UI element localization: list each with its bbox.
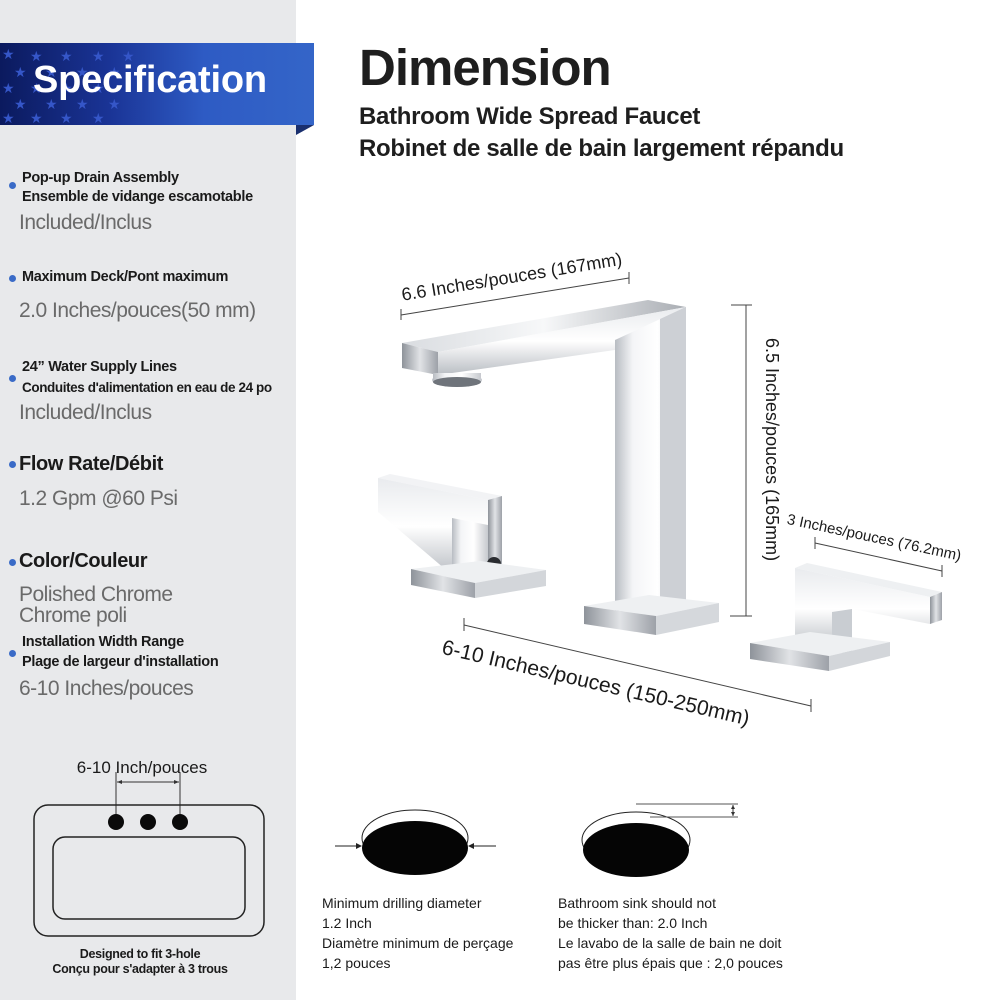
note-line: Diamètre minimum de perçage bbox=[322, 935, 514, 951]
note-line: Bathroom sink should not bbox=[558, 895, 716, 911]
max-sink-thickness-diagram bbox=[581, 803, 738, 877]
specification-panel bbox=[0, 0, 296, 1000]
dimension-title: Dimension bbox=[359, 39, 612, 96]
sink-diagram-caption: 6-10 Inch/pouces bbox=[76, 758, 208, 777]
spec-value: 2.0 Inches/pouces(50 mm) bbox=[19, 299, 256, 322]
note-line: Minimum drilling diameter bbox=[322, 895, 482, 911]
bullet-icon bbox=[9, 559, 16, 566]
spec-value: 6-10 Inches/pouces bbox=[19, 677, 194, 700]
spread-width-dimension-line bbox=[463, 618, 812, 712]
ribbon-fold bbox=[296, 125, 314, 135]
hole-icon bbox=[172, 814, 188, 830]
faucet-left-handle bbox=[378, 474, 546, 598]
spec-label-fr: Conduites d'alimentation en eau de 24 po bbox=[22, 380, 272, 395]
spec-value: 1.2 Gpm @60 Psi bbox=[19, 487, 178, 510]
note-line: Le lavabo de la salle de bain ne doit bbox=[558, 935, 782, 951]
sink-note-en: Designed to fit 3-hole bbox=[79, 947, 201, 961]
sink-thickness-note: Bathroom sink should not be thicker than… bbox=[558, 893, 783, 973]
spec-label: Flow Rate/Débit bbox=[19, 453, 164, 475]
note-line: 1,2 pouces bbox=[322, 955, 391, 971]
spec-label-en: Installation Width Range bbox=[22, 634, 184, 650]
handle-length-dimension-line bbox=[814, 537, 943, 577]
drilling-diameter-note: Minimum drilling diameter 1.2 Inch Diamè… bbox=[322, 893, 513, 973]
hole-icon bbox=[140, 814, 156, 830]
sink-diagram bbox=[33, 772, 265, 937]
hole-icon bbox=[108, 814, 124, 830]
stars-pattern: ★★★★★ ★★★★ ★★★★ ★★★★ ★★★★ bbox=[2, 46, 135, 125]
bullet-icon bbox=[9, 182, 16, 189]
spec-label-fr: Plage de largeur d'installation bbox=[22, 654, 219, 670]
note-line: pas être plus épais que : 2,0 pouces bbox=[558, 955, 783, 971]
faucet-spout bbox=[402, 300, 719, 635]
spec-value-line1: Polished Chrome bbox=[19, 583, 173, 606]
sink-note-fr: Conçu pour s'adapter à 3 trous bbox=[52, 962, 228, 976]
note-line: 1.2 Inch bbox=[322, 915, 372, 931]
spec-value: Included/Inclus bbox=[19, 211, 152, 234]
dimension-subtitle-en: Bathroom Wide Spread Faucet bbox=[359, 103, 701, 130]
specification-title: Specification bbox=[33, 59, 267, 101]
bullet-icon bbox=[9, 375, 16, 382]
spec-value-line2: Chrome poli bbox=[19, 604, 127, 627]
spec-label-en: Pop-up Drain Assembly bbox=[22, 170, 179, 186]
min-drilling-diameter-diagram bbox=[335, 809, 496, 875]
spout-length-dimension-line bbox=[400, 272, 630, 320]
specification-banner: ★★★★★ ★★★★ ★★★★ ★★★★ ★★★★ Specification bbox=[0, 43, 314, 135]
dimension-subtitle-fr: Robinet de salle de bain largement répan… bbox=[359, 135, 844, 162]
spec-label-fr: Ensemble de vidange escamotable bbox=[22, 189, 253, 205]
bullet-icon bbox=[9, 461, 16, 468]
spec-label-en: 24” Water Supply Lines bbox=[22, 359, 177, 375]
bullet-icon bbox=[9, 650, 16, 657]
spout-height-label: 6.5 Inches/pouces (165mm) bbox=[762, 338, 782, 562]
faucet-right-handle bbox=[750, 563, 942, 671]
spec-label: Color/Couleur bbox=[19, 550, 148, 572]
spec-value: Included/Inclus bbox=[19, 401, 152, 424]
note-line: be thicker than: 2.0 Inch bbox=[558, 915, 708, 931]
bullet-icon bbox=[9, 275, 16, 282]
spec-label: Maximum Deck/Pont maximum bbox=[22, 269, 229, 285]
height-dimension-line bbox=[730, 304, 752, 617]
